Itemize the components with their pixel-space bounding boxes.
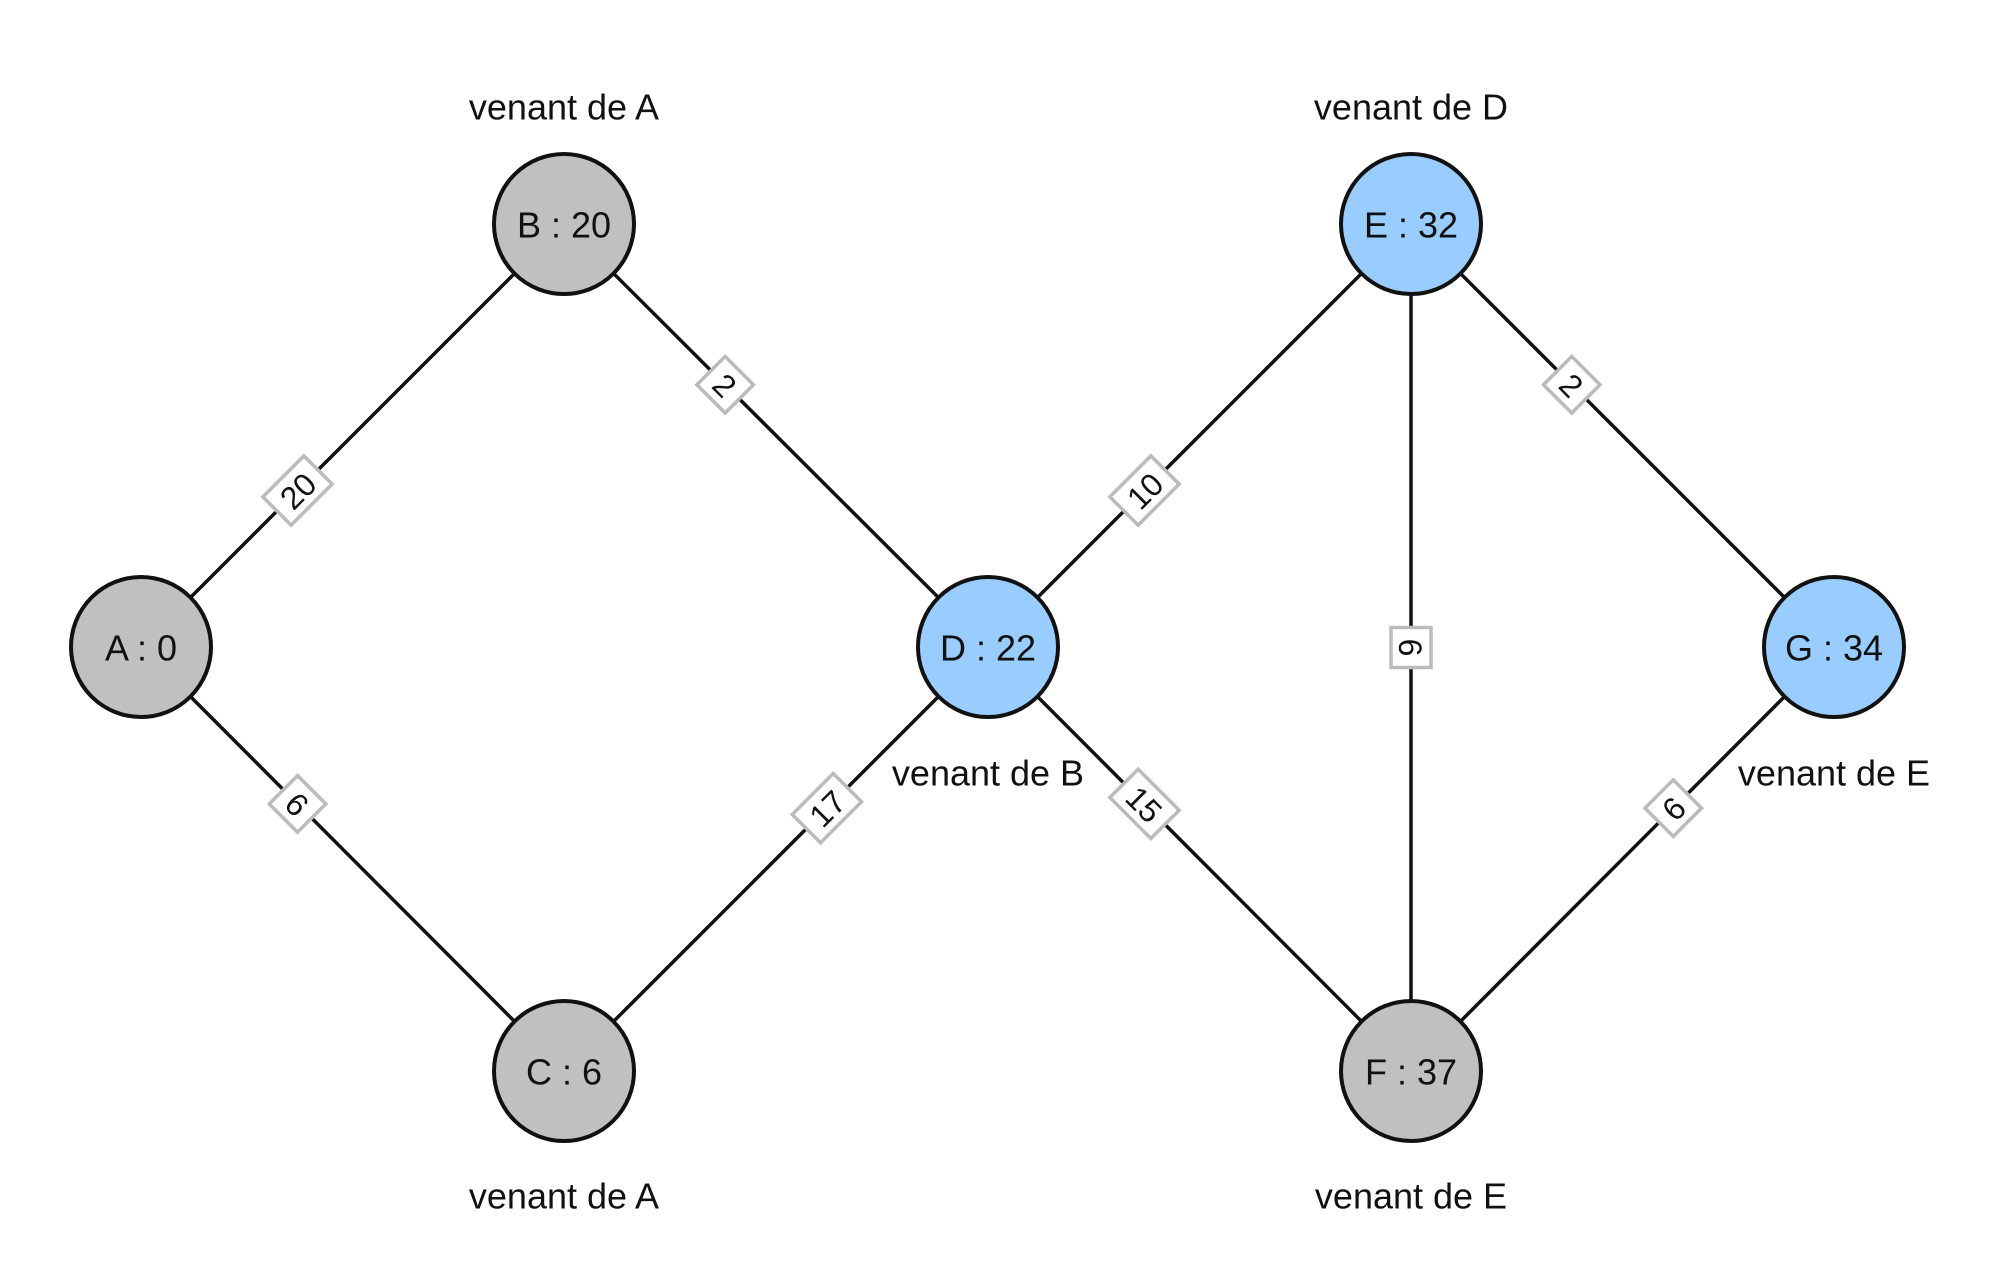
node-b: B : 20 bbox=[492, 152, 636, 296]
node-label: D : 22 bbox=[940, 628, 1036, 669]
node-g: G : 34 bbox=[1762, 575, 1906, 719]
node-label: F : 37 bbox=[1365, 1052, 1457, 1093]
weight-box bbox=[1642, 777, 1705, 839]
weight-box bbox=[789, 770, 865, 846]
edge-b-d bbox=[562, 222, 990, 649]
origin-label-c: venant de A bbox=[469, 1176, 659, 1217]
edge-weight-a-b: 20 bbox=[260, 453, 335, 528]
node-e: E : 32 bbox=[1339, 152, 1483, 296]
origin-label-e: venant de D bbox=[1314, 87, 1508, 128]
origin-labels-layer: venant de A venant de A venant de B venant … bbox=[469, 87, 1930, 1217]
node-label: A : 0 bbox=[105, 628, 177, 669]
node-label: G : 34 bbox=[1785, 628, 1883, 669]
edge-c-d bbox=[562, 645, 990, 1073]
weight-box bbox=[260, 453, 335, 528]
node-d: D : 22 bbox=[916, 575, 1060, 719]
node-c: C : 6 bbox=[492, 999, 636, 1143]
edge-d-e bbox=[986, 222, 1413, 649]
node-label: C : 6 bbox=[526, 1052, 602, 1093]
edge-e-g bbox=[1409, 222, 1836, 649]
node-circle bbox=[492, 152, 636, 296]
edge-weight-a-c: 6 bbox=[266, 773, 329, 835]
node-circle bbox=[916, 575, 1060, 719]
node-a: A : 0 bbox=[69, 575, 213, 719]
edge-weight-e-f: 6 bbox=[1389, 625, 1433, 670]
origin-label-b: venant de A bbox=[469, 87, 659, 128]
edge-weight-b-d: 2 bbox=[694, 353, 756, 416]
weight-box bbox=[1107, 766, 1182, 842]
node-label: B : 20 bbox=[517, 205, 611, 246]
edges-layer bbox=[139, 222, 1836, 1073]
node-circle bbox=[492, 999, 636, 1143]
origin-label-d: venant de B bbox=[892, 753, 1084, 794]
node-circle bbox=[1339, 152, 1483, 296]
nodes-layer: A : 0 B : 20 C : 6 D : 22 E : 32 F : 37 G : 34 bbox=[69, 152, 1906, 1143]
node-label: E : 32 bbox=[1364, 205, 1458, 246]
edge-a-c bbox=[139, 645, 566, 1073]
edge-weight-f-g: 6 bbox=[1642, 777, 1705, 839]
edge-d-f bbox=[986, 645, 1413, 1073]
weight-box bbox=[1540, 353, 1603, 416]
node-circle bbox=[69, 575, 213, 719]
origin-label-g: venant de E bbox=[1738, 753, 1930, 794]
weight-box bbox=[1389, 625, 1433, 670]
edge-weight-e-g: 2 bbox=[1540, 353, 1603, 416]
edge-a-b bbox=[139, 222, 566, 649]
weight-label: 6 bbox=[1392, 639, 1428, 657]
edge-f-g bbox=[1409, 645, 1836, 1073]
weight-box bbox=[1107, 453, 1182, 528]
node-f: F : 37 bbox=[1339, 999, 1483, 1143]
weight-box bbox=[694, 353, 756, 416]
node-circle bbox=[1339, 999, 1483, 1143]
weight-box bbox=[266, 773, 329, 835]
origin-label-f: venant de E bbox=[1315, 1176, 1507, 1217]
node-circle bbox=[1762, 575, 1906, 719]
